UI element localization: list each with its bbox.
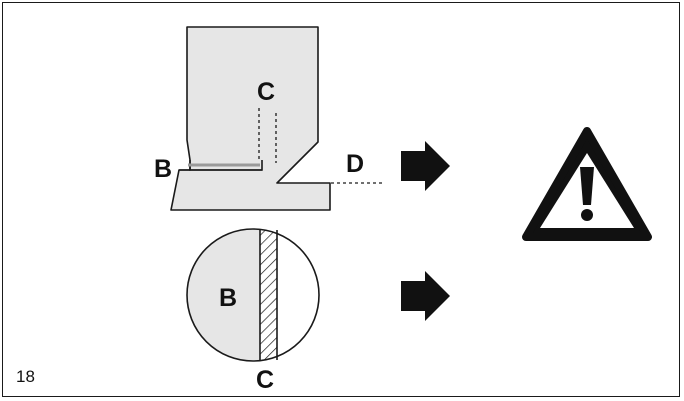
label-circle-b: B <box>219 284 237 312</box>
right-arrow-icon <box>401 271 450 321</box>
right-arrow-icon <box>401 141 450 191</box>
magnified-detail <box>186 228 320 362</box>
label-circle-c: C <box>256 366 274 394</box>
figure-number: 18 <box>16 367 35 386</box>
label-top-b: B <box>154 155 172 183</box>
label-top-d: D <box>346 150 364 178</box>
warning-triangle-icon <box>522 127 652 241</box>
label-top-c: C <box>257 78 275 106</box>
upper-board-body <box>170 26 331 211</box>
